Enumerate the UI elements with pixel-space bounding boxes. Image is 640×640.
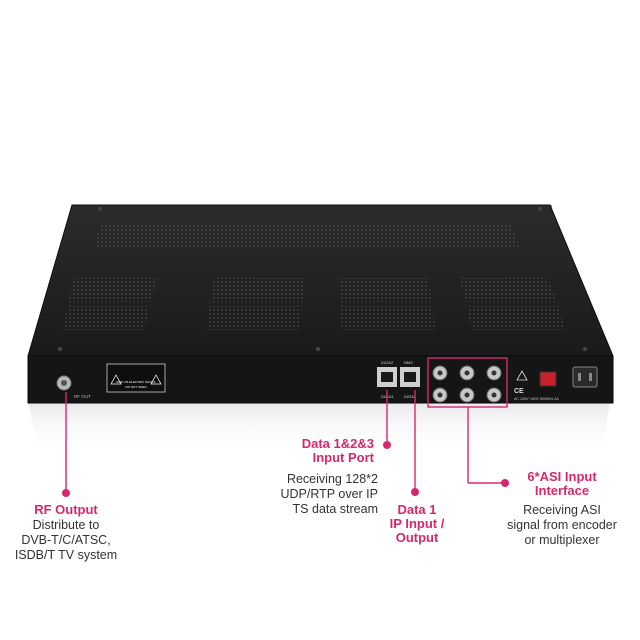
- callout-desc-line: Receiving ASI: [523, 503, 601, 517]
- warning-text-line-2: DO NOT OPEN: [126, 385, 147, 389]
- floor-reflection: [28, 403, 610, 455]
- callout-title-line: Data 1&2&3: [301, 436, 374, 451]
- callout-title-line: Data 1: [397, 502, 437, 517]
- warning-icon: [516, 370, 528, 381]
- ventilation-grilles: [62, 225, 566, 330]
- callout-desc-line: Receiving 128*2: [286, 472, 378, 486]
- callout-dots: [62, 441, 509, 497]
- port-label-data2: DATA2: [381, 360, 394, 365]
- callout-desc-line: signal from encoder: [507, 518, 617, 532]
- power-switch: [539, 371, 557, 387]
- power-rating-label: AC 100V~240V 50/60Hz 2A: [514, 397, 559, 401]
- callout-desc-line: DVB-T/C/ATSC,: [21, 533, 111, 547]
- callout-data-input-port: Data 1&2&3 Input Port Receiving 128*2 UD…: [258, 436, 379, 516]
- callout-desc-line: ISDB/T TV system: [14, 548, 118, 562]
- power-socket: [572, 366, 598, 388]
- callout-desc-line: Distribute to: [32, 518, 100, 532]
- callout-desc-line: or multiplexer: [524, 533, 600, 547]
- asi-bnc-connectors: [432, 365, 502, 403]
- callout-title: RF Output: [34, 502, 98, 517]
- callout-title-line: Input Port: [312, 450, 374, 465]
- warning-label: [106, 363, 166, 393]
- port-label-data1: DATA1: [404, 394, 417, 399]
- callout-lines: [65, 357, 508, 493]
- rf-port-label: RF OUT: [74, 394, 91, 399]
- port-label-nms: NMS: [404, 360, 413, 365]
- warning-icon: [150, 374, 162, 385]
- callout-data1-ip: Data 1 IP Input / Output: [380, 503, 454, 545]
- callout-desc-line: TS data stream: [292, 502, 378, 516]
- callout-desc-line: UDP/RTP over IP: [280, 487, 379, 501]
- callout-title-line: 6*ASI Input: [527, 469, 597, 484]
- callout-asi-interface: 6*ASI Input Interface Receiving ASI sign…: [492, 470, 632, 547]
- callout-title-line: Output: [395, 530, 439, 545]
- top-screws: [57, 207, 588, 352]
- callout-title-line: IP Input /: [389, 516, 445, 531]
- ce-mark: CE: [514, 388, 524, 395]
- rj45-ports: [377, 367, 420, 387]
- rf-output-connector: [56, 375, 72, 391]
- warning-text-line-1: RISK OF ELECTRIC SHOCK: [116, 380, 155, 384]
- callout-rf-output: RF Output Distribute to DVB-T/C/ATSC, IS…: [0, 503, 132, 562]
- callout-title-line: Interface: [534, 483, 590, 498]
- warning-icon: [110, 374, 122, 385]
